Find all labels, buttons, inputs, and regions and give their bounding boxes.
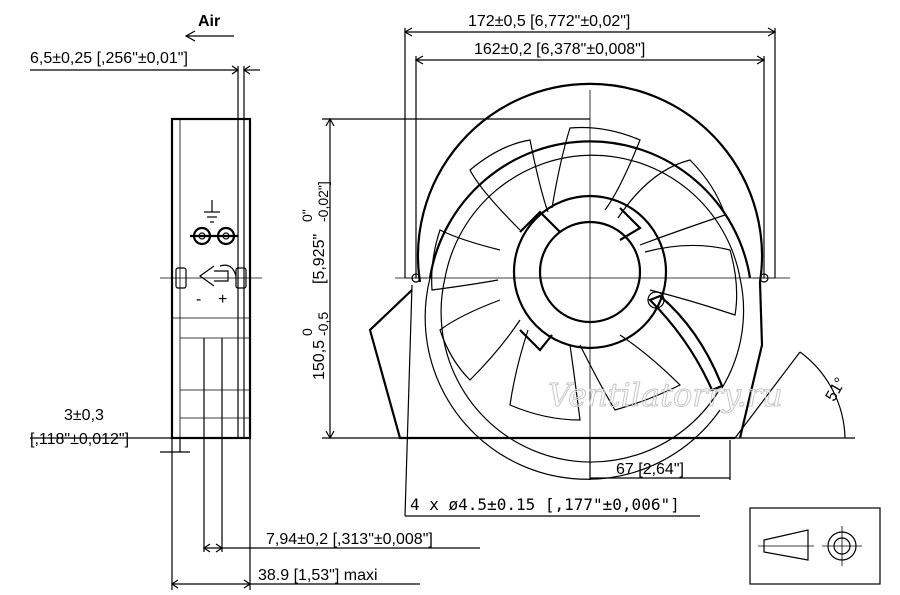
svg-text:0": 0"	[299, 209, 315, 222]
svg-text:[5,925": [5,925"	[311, 234, 328, 284]
ground-symbol-icon	[204, 200, 220, 223]
svg-text:-0,02"]: -0,02"]	[315, 181, 331, 222]
depth-max-dimension: 38.9 [1,53"] maxi	[258, 567, 378, 584]
watermark: Ventilatorry.ru	[548, 376, 783, 414]
fan-hub	[512, 194, 724, 392]
outer-width-dimension: 172±0,5 [6,772"±0,02"]	[468, 13, 630, 30]
air-label: Air	[198, 13, 220, 30]
arrow-left-icon	[184, 30, 234, 42]
fan-blades	[431, 126, 738, 421]
flange-dimension-line1: 3±0,3	[64, 407, 104, 424]
svg-text:150,5: 150,5	[311, 340, 328, 380]
flange-dimension-line2: [,118"±0,012"]	[30, 431, 129, 448]
svg-text:-0,5: -0,5	[315, 312, 331, 336]
mounting-holes	[405, 273, 775, 283]
side-top-dimension: 6,5±0,25 [,256"±0,01"]	[30, 50, 188, 67]
terminal-plus: +	[218, 291, 227, 308]
mounting-holes-callout: 4 x ø4.5±0.15 [,177"±0,006"]	[410, 495, 680, 514]
flow-direction-icon	[198, 264, 237, 287]
projection-symbol-icon	[749, 507, 881, 585]
svg-text:0: 0	[299, 328, 315, 336]
terminal-connectors	[190, 226, 238, 246]
height-dimension: 150,5 0 -0,5 [5,925" 0" -0,02"]	[299, 181, 331, 380]
side-view: Air 6,5±0,25 [,256"±0,01"]	[30, 13, 480, 590]
depth-794-dimension: 7,94±0,2 [,313"±0,008"]	[266, 531, 433, 548]
offset-67-dimension: 67 [2,64"]	[616, 461, 684, 478]
hole-spacing-dimension: 162±0,2 [6,378"±0,008"]	[474, 41, 645, 58]
terminal-minus: -	[196, 291, 201, 308]
side-body-outline	[170, 117, 252, 440]
front-view: 172±0,5 [6,772"±0,02"] 162±0,2 [6,378"±0…	[299, 13, 855, 517]
